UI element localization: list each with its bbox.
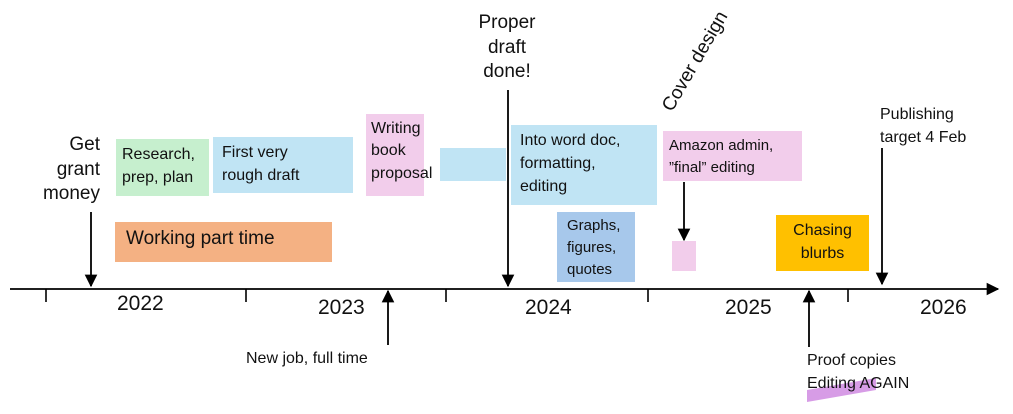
- cover-design-block: [672, 241, 696, 271]
- book-proposal-box: Writing book proposal: [366, 114, 432, 196]
- chasing-blurbs-box: Chasing blurbs: [776, 215, 869, 271]
- rough-draft-box: First very rough draft: [213, 137, 353, 193]
- research-box: Research, prep, plan: [116, 139, 209, 196]
- year-label-2026: 2026: [920, 296, 967, 319]
- proposal-continuation-block: [440, 148, 506, 181]
- proof-copies-label: Proof copies: [807, 352, 896, 369]
- year-label-2025: 2025: [725, 296, 772, 319]
- year-label-2023: 2023: [318, 296, 365, 319]
- editing-again-wedge: [807, 378, 876, 402]
- amazon-admin-box: Amazon admin, ”final” editing: [663, 131, 802, 181]
- proper-draft-label: Proper draft done!: [478, 12, 536, 83]
- publishing-target-label: Publishing target 4 Feb: [880, 106, 967, 147]
- year-label-2024: 2024: [525, 296, 572, 319]
- graphs-box: Graphs, figures, quotes: [557, 212, 635, 282]
- year-label-2022: 2022: [117, 292, 164, 315]
- editing-again-label: Editing AGAIN: [807, 375, 910, 392]
- new-job-label: New job, full time: [246, 350, 368, 367]
- grant-label: Get grant money: [42, 134, 100, 205]
- working-part-time-box: Working part time: [115, 222, 332, 262]
- word-doc-box: Into word doc, formatting, editing: [511, 125, 657, 205]
